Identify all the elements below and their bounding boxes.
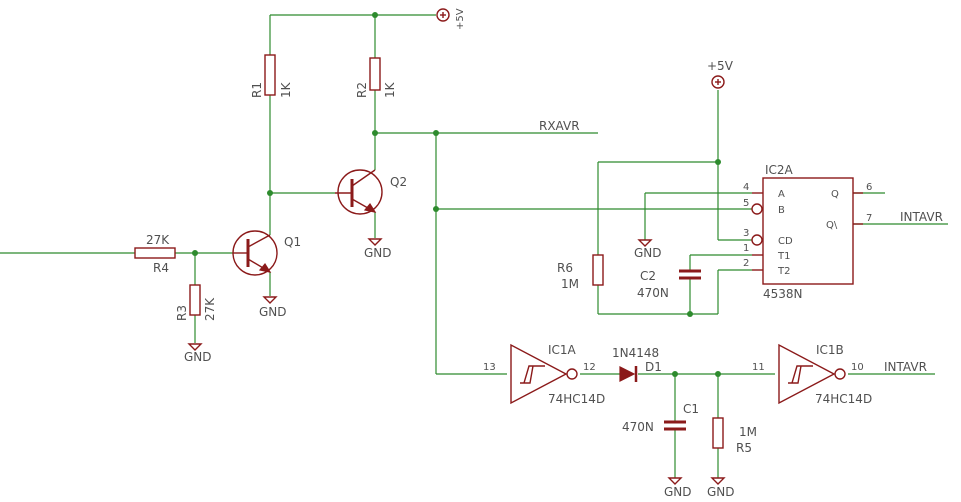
gnd-symbol-q1 xyxy=(262,296,278,304)
q2-label: Q2 xyxy=(390,175,407,189)
r5-name-label: R5 xyxy=(736,441,752,455)
resistor-r4 xyxy=(134,247,176,259)
junction-dot xyxy=(715,371,721,377)
ic1b-part-label: 74HC14D xyxy=(815,392,872,406)
ic2a-pin3-number: 3 xyxy=(743,228,749,239)
gnd-symbol-q2 xyxy=(367,238,383,246)
junction-dot xyxy=(267,190,273,196)
r1-value-label: 1K xyxy=(279,81,293,98)
ic1b-pin-out-label: 10 xyxy=(851,362,864,373)
junction-dot xyxy=(372,130,378,136)
r1-name-label: R1 xyxy=(250,82,264,98)
inverter-ic1b xyxy=(778,343,846,405)
ic1a-pin-in-label: 13 xyxy=(483,362,496,373)
ic2a-pin1-number: 1 xyxy=(743,243,749,254)
monostable-ic2a xyxy=(751,177,863,285)
ic2a-pin-t1-label: T1 xyxy=(777,251,790,262)
ic2a-pin-t2-label: T2 xyxy=(777,266,790,277)
q1-label: Q1 xyxy=(284,235,301,249)
ic2a-pin-a-label: A xyxy=(778,189,785,200)
junction-dot xyxy=(372,12,378,18)
c2-value-label: 470N xyxy=(637,286,669,300)
inverter-ic1a xyxy=(510,343,578,405)
transistor-q1 xyxy=(232,230,278,276)
transistor-q2 xyxy=(335,169,383,215)
supply-ic2-label: +5V xyxy=(707,59,734,73)
net-label-intavr-bottom: INTAVR xyxy=(884,360,927,374)
ic2a-pin5-number: 5 xyxy=(743,198,749,209)
r2-value-label: 1K xyxy=(383,81,397,98)
supply-top-symbol xyxy=(436,8,450,22)
wires xyxy=(0,14,948,478)
gnd-symbol-r3 xyxy=(187,343,203,351)
d1-value-label: 1N4148 xyxy=(612,346,659,360)
capacitor-c1 xyxy=(664,420,686,431)
ic2a-part-label: 4538N xyxy=(763,287,803,301)
c2-name-label: C2 xyxy=(640,269,656,283)
ic2a-pin6-number: 6 xyxy=(866,182,872,193)
resistor-r6 xyxy=(592,254,604,286)
gnd-label-q1: GND xyxy=(259,305,287,319)
resistor-r2 xyxy=(369,57,381,91)
junction-dot xyxy=(433,130,439,136)
gnd-label-q2: GND xyxy=(364,246,392,260)
net-label-rxavr: RXAVR xyxy=(539,119,580,133)
r2-name-label: R2 xyxy=(355,82,369,98)
resistor-r3 xyxy=(189,284,201,316)
ic2a-name-label: IC2A xyxy=(765,163,794,177)
gnd-symbol-c1 xyxy=(667,477,683,485)
ic2a-pin7-number: 7 xyxy=(866,213,872,224)
junction-dot xyxy=(433,206,439,212)
supply-ic2-symbol xyxy=(711,75,725,89)
r6-name-label: R6 xyxy=(557,261,573,275)
gnd-symbol-ic2 xyxy=(637,239,653,247)
supply-top-label: +5V xyxy=(455,8,466,30)
junction-dot xyxy=(672,371,678,377)
ic2a-pin-qn-label: Q\ xyxy=(826,220,838,231)
ic2a-pin-cd-label: CD xyxy=(778,236,793,247)
ic1b-name-label: IC1B xyxy=(816,343,844,357)
junction-dot xyxy=(192,250,198,256)
c1-value-label: 470N xyxy=(622,420,654,434)
ic2a-pin-b-label: B xyxy=(778,205,785,216)
junction-dot xyxy=(715,159,721,165)
r4-name-label: R4 xyxy=(153,261,169,275)
ic1a-name-label: IC1A xyxy=(548,343,577,357)
r3-name-label: R3 xyxy=(175,305,189,321)
r6-value-label: 1M xyxy=(561,277,579,291)
junction-dot xyxy=(687,311,693,317)
gnd-label-r3: GND xyxy=(184,350,212,364)
gnd-symbol-r5 xyxy=(710,477,726,485)
r3-value-label: 27K xyxy=(203,297,217,321)
resistor-r5 xyxy=(712,417,724,449)
capacitor-c2 xyxy=(679,269,701,280)
ic2a-pin-q-label: Q xyxy=(831,189,839,200)
c1-name-label: C1 xyxy=(683,402,699,416)
ic2a-pin4-number: 4 xyxy=(743,182,749,193)
r5-value-label: 1M xyxy=(739,425,757,439)
ic2a-pin2-number: 2 xyxy=(743,258,749,269)
ic1b-pin-in-label: 11 xyxy=(752,362,765,373)
gnd-label-r5: GND xyxy=(707,485,735,499)
gnd-label-ic2: GND xyxy=(634,246,662,260)
gnd-label-c1: GND xyxy=(664,485,692,499)
junctions xyxy=(192,12,721,377)
net-label-intavr-top: INTAVR xyxy=(900,210,943,224)
ic1a-part-label: 74HC14D xyxy=(548,392,605,406)
d1-name-label: D1 xyxy=(645,360,662,374)
resistor-r1 xyxy=(264,54,276,96)
ic1a-pin-out-label: 12 xyxy=(583,362,596,373)
r4-value-label: 27K xyxy=(146,233,170,247)
diode-d1 xyxy=(619,366,638,382)
